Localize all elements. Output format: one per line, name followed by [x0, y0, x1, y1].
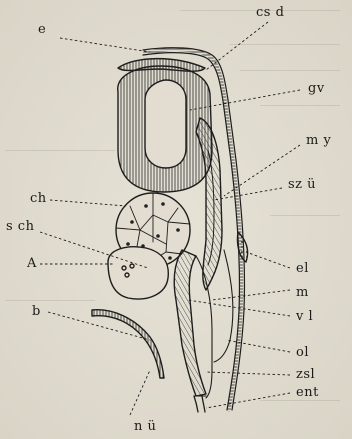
aorta-A — [108, 247, 168, 299]
leader-cs-d — [206, 22, 268, 70]
label-m-y: m y — [306, 134, 331, 147]
leader-zsl — [206, 372, 290, 375]
lateral-plate-v-l — [174, 250, 206, 396]
label-ent: ent — [296, 386, 319, 399]
leader-szu — [214, 188, 282, 200]
label-m: m — [296, 286, 309, 299]
label-ol: ol — [296, 346, 309, 359]
label-zsl: zsl — [296, 368, 315, 381]
label-v-l: v l — [296, 310, 313, 323]
label-s-ch: s ch — [6, 220, 34, 233]
label-b: b — [32, 305, 41, 318]
leader-ch — [50, 200, 126, 206]
label-cs-d: cs d — [256, 6, 284, 19]
b-wall — [92, 310, 164, 378]
leader-ent — [206, 393, 290, 408]
leader-nu — [130, 370, 150, 415]
label-n-u: n ü — [134, 420, 156, 433]
label-A: A — [27, 257, 37, 270]
label-el: el — [296, 262, 309, 275]
label-e: e — [38, 23, 46, 36]
leader-el — [246, 252, 290, 268]
label-gv: gv — [308, 82, 325, 95]
label-ch: ch — [30, 192, 47, 205]
leader-m — [212, 290, 290, 300]
label-sz-u: sz ü — [288, 178, 316, 191]
leader-e — [60, 38, 150, 52]
